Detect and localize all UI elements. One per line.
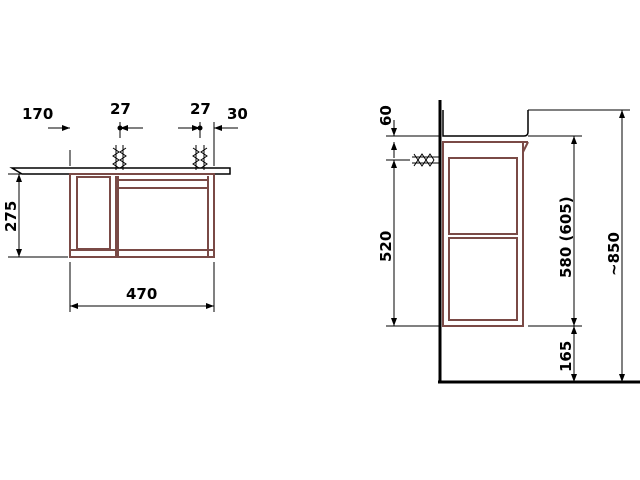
side-view: 60 520 580 (605) 165 xyxy=(377,100,640,384)
top-dimension-chain xyxy=(48,122,238,166)
overall-height-dimension xyxy=(528,109,630,382)
width-dimension xyxy=(69,262,215,312)
siphon-connection xyxy=(412,153,440,167)
dim-top-gap: 60 xyxy=(377,105,395,126)
dim-floor-gap: 165 xyxy=(557,341,575,372)
height-dimension xyxy=(8,173,68,258)
countertop-outline xyxy=(9,167,231,175)
dim-tap-spacing-left: 27 xyxy=(110,100,131,118)
dim-left-offset: 170 xyxy=(22,105,53,123)
dim-width: 470 xyxy=(126,285,157,303)
dim-siphon-height: 520 xyxy=(377,231,395,262)
top-gap-dimension xyxy=(386,120,440,158)
dim-height: 275 xyxy=(2,201,20,232)
dim-cabinet-height: 580 (605) xyxy=(557,196,575,278)
dim-overall-height: ~850 xyxy=(605,232,623,276)
water-connection-left xyxy=(112,145,127,170)
water-connection-right xyxy=(192,145,208,170)
dim-tap-spacing-right: 27 xyxy=(190,100,211,118)
dim-right-offset: 30 xyxy=(227,105,248,123)
siphon-height-dimension xyxy=(386,159,440,327)
washbasin-side xyxy=(442,110,529,137)
cabinet-front xyxy=(69,173,215,258)
cabinet-side xyxy=(442,141,529,327)
cabinet-height-dimension xyxy=(528,135,582,327)
floor-gap-dimension xyxy=(571,326,577,382)
front-view: 170 27 27 30 275 470 xyxy=(2,100,248,312)
